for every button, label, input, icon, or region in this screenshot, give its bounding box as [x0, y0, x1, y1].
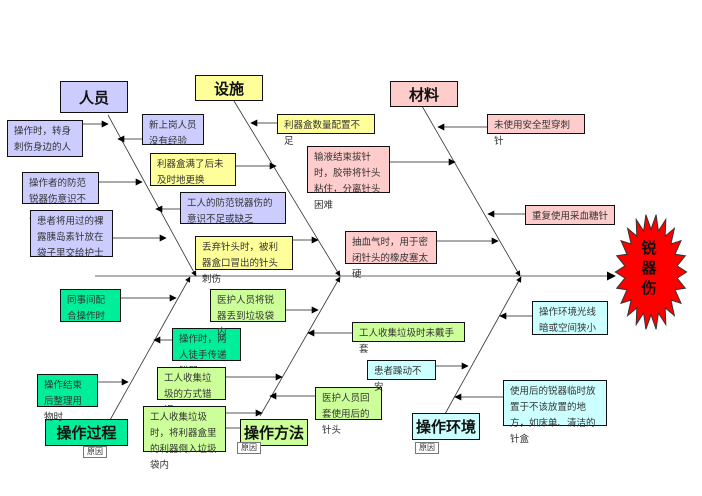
cause-box: 未使用安全型穿刺针	[487, 114, 585, 147]
bone-environment	[444, 276, 522, 415]
cause-box: 医护人员将锐器丢到垃圾袋内	[210, 289, 286, 338]
cause-box: 操作者的防范锐器伤意识不足	[22, 172, 99, 221]
category-environment: 操作环境	[412, 413, 480, 440]
cause-box: 利器盒满了后未及时地更换	[150, 153, 236, 186]
cause-box: 患者躁动不安	[367, 360, 436, 393]
cause-box: 医护人员回套使用后的针头	[315, 387, 382, 436]
bone-facilities	[233, 100, 341, 277]
cause-tag: 原因	[237, 442, 261, 454]
cause-box: 操作结束后整理用物时	[37, 374, 98, 423]
cause-box: 抽血气时，用于密闭针头的橡皮塞太硬	[345, 231, 437, 280]
cause-box: 操作环境光线暗或空间狭小	[532, 301, 608, 335]
cause-box: 丢弃针头时，被利器盒口冒出的针头刺伤	[195, 236, 293, 285]
cause-box: 同事间配合操作时	[60, 289, 121, 322]
cause-box: 操作时，转身刺伤身边的人	[7, 120, 83, 157]
category-personnel: 人员	[60, 81, 128, 113]
cause-box: 患者将用过的裸露胰岛素针放在袋子里交给护士	[30, 210, 113, 259]
category-process: 操作过程	[45, 419, 128, 446]
cause-box: 工人收集垃圾时未戴手套	[352, 322, 465, 355]
category-method: 操作方法	[240, 419, 308, 446]
category-materials: 材料	[390, 81, 458, 107]
cause-box: 输液结束拔针时，胶带将针头粘住，分离针头困难	[307, 146, 390, 211]
cause-box: 工人收集垃圾的方式错误	[157, 367, 226, 416]
bone-materials	[421, 105, 521, 277]
cause-box: 操作时，两人徒手传递锐器	[172, 328, 241, 377]
effect-starburst	[614, 214, 688, 330]
effect-label: 锐 器 伤	[641, 239, 657, 297]
cause-box: 新上岗人员没有经验	[142, 114, 204, 147]
category-facilities: 设施	[195, 75, 263, 101]
cause-tag: 原因	[415, 442, 439, 454]
cause-tag: 原因	[83, 446, 107, 458]
cause-box: 工人收集垃圾时，将利器盒里的利器倒入垃圾袋内	[143, 406, 226, 471]
cause-box: 使用后的锐器临时放置于不该放置的地方，如床单、清洁的针盒	[503, 380, 607, 445]
cause-box: 工人的防范锐器伤的意识不足或缺乏	[180, 192, 286, 225]
cause-box: 利器盒数量配置不足	[277, 114, 375, 147]
cause-box: 重复使用采血糖针	[525, 205, 615, 225]
